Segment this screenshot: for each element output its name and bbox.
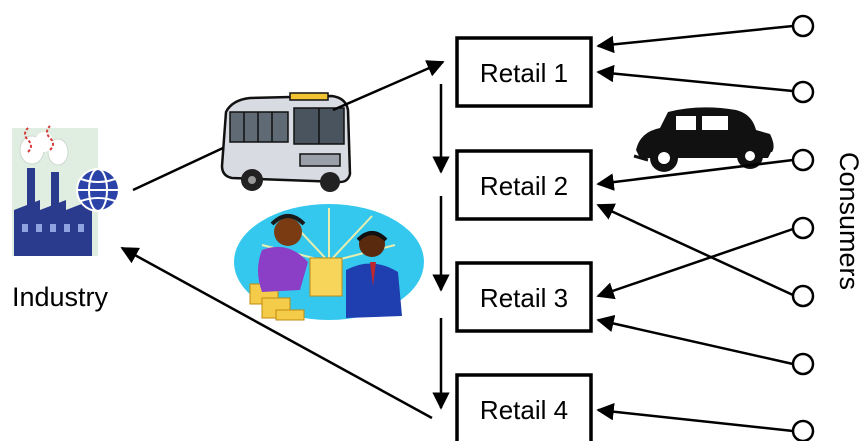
bus-icon: [220, 92, 352, 192]
arrow-consumer-4-to-retail-3: [596, 227, 794, 300]
retail-box-3: Retail 3: [455, 261, 593, 333]
arrow-consumer-2-to-retail-1: [596, 64, 794, 93]
consumers-label: Consumers: [834, 152, 864, 290]
arrow-consumer-1-to-retail-1: [596, 24, 794, 54]
consumer-node-2: [791, 80, 815, 104]
arrow-retail-4-to-industry: [120, 246, 433, 420]
consumer-node-7: [791, 419, 815, 441]
arrow-consumer-5-to-retail-2: [596, 203, 794, 297]
consumer-node-3: [791, 148, 815, 172]
arrow-industry-to-retail-1: [132, 62, 443, 192]
retail-box-1: Retail 1: [455, 36, 593, 108]
consumer-node-5: [791, 284, 815, 308]
handshake-clipart-icon: [234, 204, 424, 321]
vintage-car-icon: [633, 107, 774, 172]
retail-box-2: Retail 2: [455, 149, 593, 221]
arrow-consumer-3-to-retail-2: [596, 158, 794, 191]
consumer-node-1: [791, 14, 815, 38]
arrow-consumer-7-to-retail-4: [596, 402, 794, 433]
industry-label: Industry: [12, 282, 109, 312]
factory-globe-icon: [12, 125, 120, 256]
retail-label-2: Retail 2: [480, 171, 568, 201]
consumer-node-4: [791, 216, 815, 240]
retail-label-4: Retail 4: [480, 395, 568, 425]
arrow-consumer-6-to-retail-3: [596, 314, 794, 366]
retail-box-4: Retail 4: [455, 373, 593, 441]
retail-label-1: Retail 1: [480, 58, 568, 88]
retail-label-3: Retail 3: [480, 283, 568, 313]
consumer-node-6: [791, 352, 815, 376]
